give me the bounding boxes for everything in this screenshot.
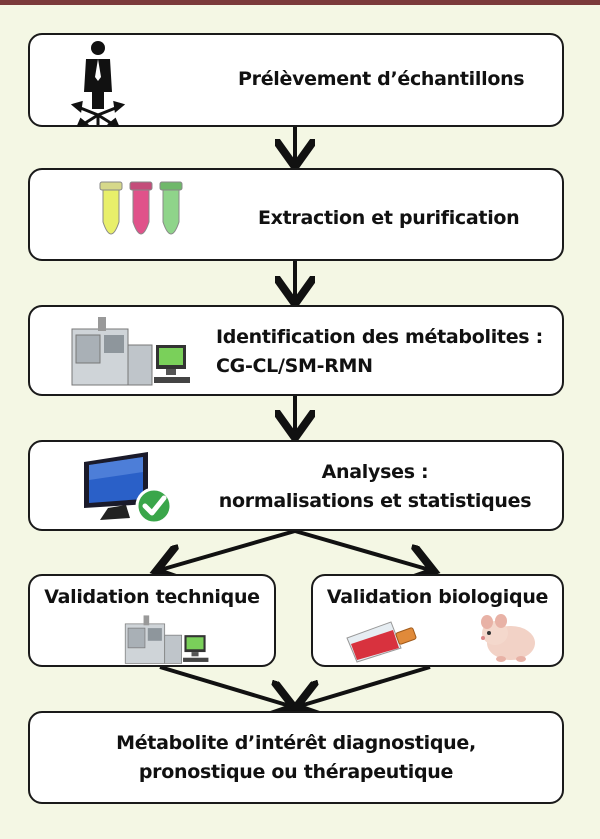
mouse-icon: [481, 614, 535, 662]
monitor-checkmark-icon: [84, 452, 173, 525]
step-result-label-line1: Métabolite d’intérêt diagnostique,: [116, 732, 476, 754]
lab-instrument-icon: [124, 615, 209, 664]
step-result-label-line2: pronostique ou thérapeutique: [138, 761, 454, 783]
step-result: Métabolite d’intérêt diagnostique, prono…: [28, 711, 564, 804]
step-extraction: Extraction et purification: [28, 168, 564, 261]
lab-instrument-icon: [71, 317, 190, 386]
step-identification: Identification des métabolites : CG-CL/S…: [28, 305, 564, 396]
test-tubes-icon: [99, 181, 183, 235]
step-validation-technical: Validation technique: [28, 574, 276, 667]
arrow-technical-to-result: [159, 665, 290, 706]
step-validation-biological-label: Validation biologique: [326, 586, 549, 608]
step-sampling: Prélèvement d’échantillons: [28, 33, 564, 127]
step-identification-label-line1: Identification des métabolites :: [216, 326, 543, 348]
step-sampling-label: Prélèvement d’échantillons: [238, 68, 525, 90]
top-bar: [0, 0, 600, 5]
step-analyses: Analyses : normalisations et statistique…: [28, 440, 564, 531]
step-validation-biological: Validation biologique: [311, 574, 564, 667]
arrow-analyses-to-biological: [294, 529, 430, 570]
step-analyses-label-line2: normalisations et statistiques: [218, 490, 532, 512]
cell-culture-flask-icon: [346, 621, 417, 663]
step-validation-technical-label: Validation technique: [44, 586, 260, 608]
step-extraction-label: Extraction et purification: [258, 207, 520, 229]
step-identification-label-line2: CG-CL/SM-RMN: [216, 355, 373, 377]
arrow-biological-to-result: [300, 665, 431, 706]
arrow-analyses-to-technical: [160, 529, 296, 570]
person-with-arrows-icon: [70, 41, 126, 127]
step-analyses-label-line1: Analyses :: [321, 461, 429, 483]
